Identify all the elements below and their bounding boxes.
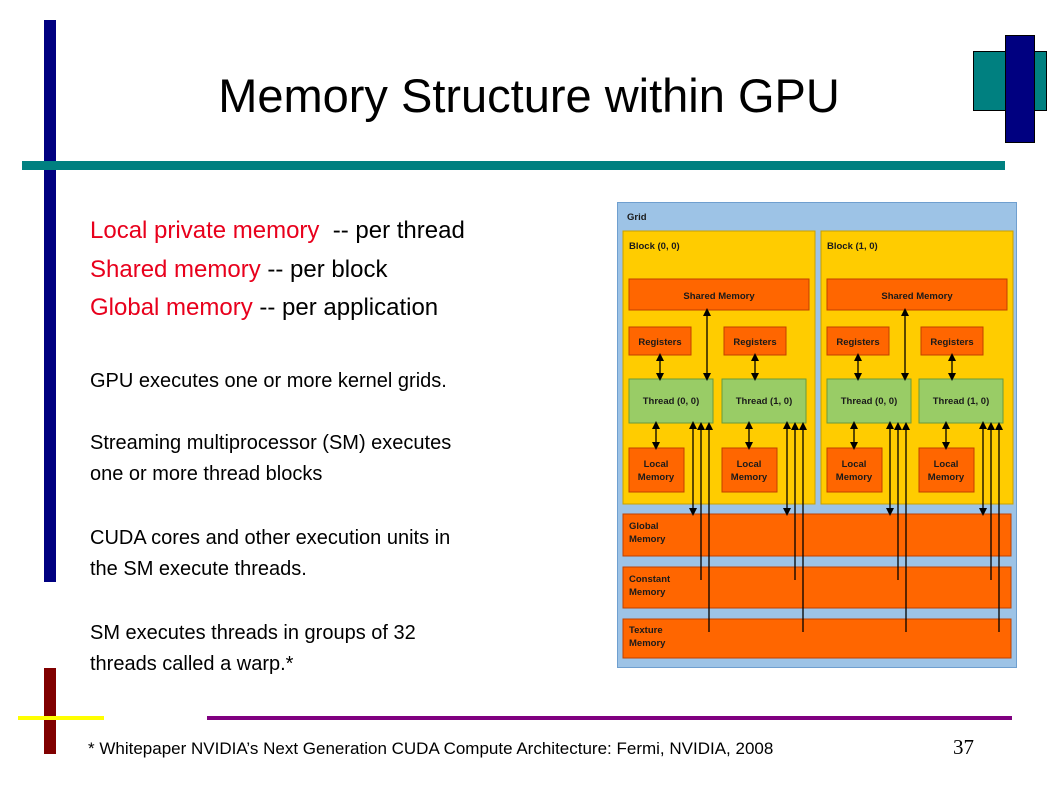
registers-box bbox=[628, 326, 692, 356]
bottom-maroon-bar bbox=[44, 668, 56, 754]
note-cuda-line-2: the SM execute threads. bbox=[90, 558, 307, 580]
shared-memory-box bbox=[628, 278, 810, 311]
constant-memory-label: Memory bbox=[629, 587, 666, 598]
left-navy-bar bbox=[44, 20, 56, 582]
diagram-arrows bbox=[652, 308, 1003, 632]
shared-memory-label: Shared Memory bbox=[683, 291, 755, 302]
note-sm-line-1: Streaming multiprocessor (SM) executes bbox=[90, 432, 452, 454]
note-warp-line-1: SM executes threads in groups of 32 bbox=[90, 622, 416, 644]
texture-memory-label: Texture bbox=[629, 625, 663, 636]
constant-memory-box bbox=[622, 566, 1012, 609]
local-memory-label: Local bbox=[934, 459, 959, 470]
local-memory-label: Memory bbox=[836, 472, 873, 483]
local-memory-box bbox=[826, 447, 883, 493]
grid-label: Grid bbox=[627, 212, 647, 223]
memory-scope: -- per application bbox=[252, 294, 439, 321]
memory-line-global: Global memory -- per application bbox=[90, 294, 438, 322]
registers-label: Registers bbox=[930, 337, 973, 348]
registers-label: Registers bbox=[836, 337, 879, 348]
memory-scope: -- per thread bbox=[319, 217, 465, 244]
block-1: Block (1, 0) Shared Memory Registers Reg… bbox=[820, 230, 1014, 505]
note-kernel-grids: GPU executes one or more kernel grids. bbox=[90, 370, 447, 392]
global-memory-label: Memory bbox=[629, 534, 666, 545]
texture-memory-label: Memory bbox=[629, 638, 666, 649]
local-memory-label: Memory bbox=[928, 472, 965, 483]
slide-title: Memory Structure within GPU bbox=[218, 69, 840, 122]
local-memory-label: Memory bbox=[731, 472, 768, 483]
constant-memory-label: Constant bbox=[629, 574, 671, 585]
texture-memory-box bbox=[622, 618, 1012, 659]
memory-scope: -- per block bbox=[260, 256, 388, 283]
memory-term: Local private memory bbox=[90, 217, 320, 244]
shared-memory-label: Shared Memory bbox=[881, 291, 953, 302]
note-warp-line-2: threads called a warp.* bbox=[90, 653, 294, 675]
thread-label: Thread (0, 0) bbox=[841, 396, 898, 407]
registers-label: Registers bbox=[733, 337, 776, 348]
thread-box bbox=[721, 378, 807, 424]
footnote: * Whitepaper NVIDIA’s Next Generation CU… bbox=[88, 739, 774, 758]
bottom-yellow-line bbox=[18, 716, 104, 720]
note-sm-line-2: one or more thread blocks bbox=[90, 463, 323, 485]
gpu-memory-diagram: Grid Block (0, 0) Shared Memory Register… bbox=[617, 202, 1017, 668]
thread-label: Thread (0, 0) bbox=[643, 396, 700, 407]
local-memory-label: Local bbox=[644, 459, 669, 470]
slide-number: 37 bbox=[953, 735, 974, 759]
memory-line-local: Local private memory -- per thread bbox=[90, 217, 465, 245]
block-label: Block (1, 0) bbox=[827, 241, 878, 252]
thread-box bbox=[918, 378, 1004, 424]
thread-box bbox=[826, 378, 912, 424]
thread-label: Thread (1, 0) bbox=[736, 396, 793, 407]
thread-box bbox=[628, 378, 714, 424]
memory-term: Shared memory bbox=[90, 256, 261, 283]
local-memory-label: Local bbox=[842, 459, 867, 470]
header-teal-line bbox=[22, 161, 1005, 170]
local-memory-label: Memory bbox=[638, 472, 675, 483]
note-cuda-line-1: CUDA cores and other execution units in bbox=[90, 527, 451, 549]
registers-box bbox=[723, 326, 787, 356]
bottom-purple-line bbox=[207, 716, 1012, 720]
global-memory-label: Global bbox=[629, 521, 659, 532]
registers-box bbox=[920, 326, 984, 356]
corner-navy-bar bbox=[1005, 35, 1035, 143]
memory-term: Global memory bbox=[90, 294, 253, 321]
local-memory-box bbox=[628, 447, 685, 493]
block-label: Block (0, 0) bbox=[629, 241, 680, 252]
global-memory-box bbox=[622, 513, 1012, 557]
local-memory-label: Local bbox=[737, 459, 762, 470]
local-memory-box bbox=[918, 447, 975, 493]
memory-line-shared: Shared memory -- per block bbox=[90, 256, 387, 284]
thread-label: Thread (1, 0) bbox=[933, 396, 990, 407]
registers-label: Registers bbox=[638, 337, 681, 348]
block-0: Block (0, 0) Shared Memory Registers Reg… bbox=[622, 230, 816, 505]
shared-memory-box bbox=[826, 278, 1008, 311]
local-memory-box bbox=[721, 447, 778, 493]
